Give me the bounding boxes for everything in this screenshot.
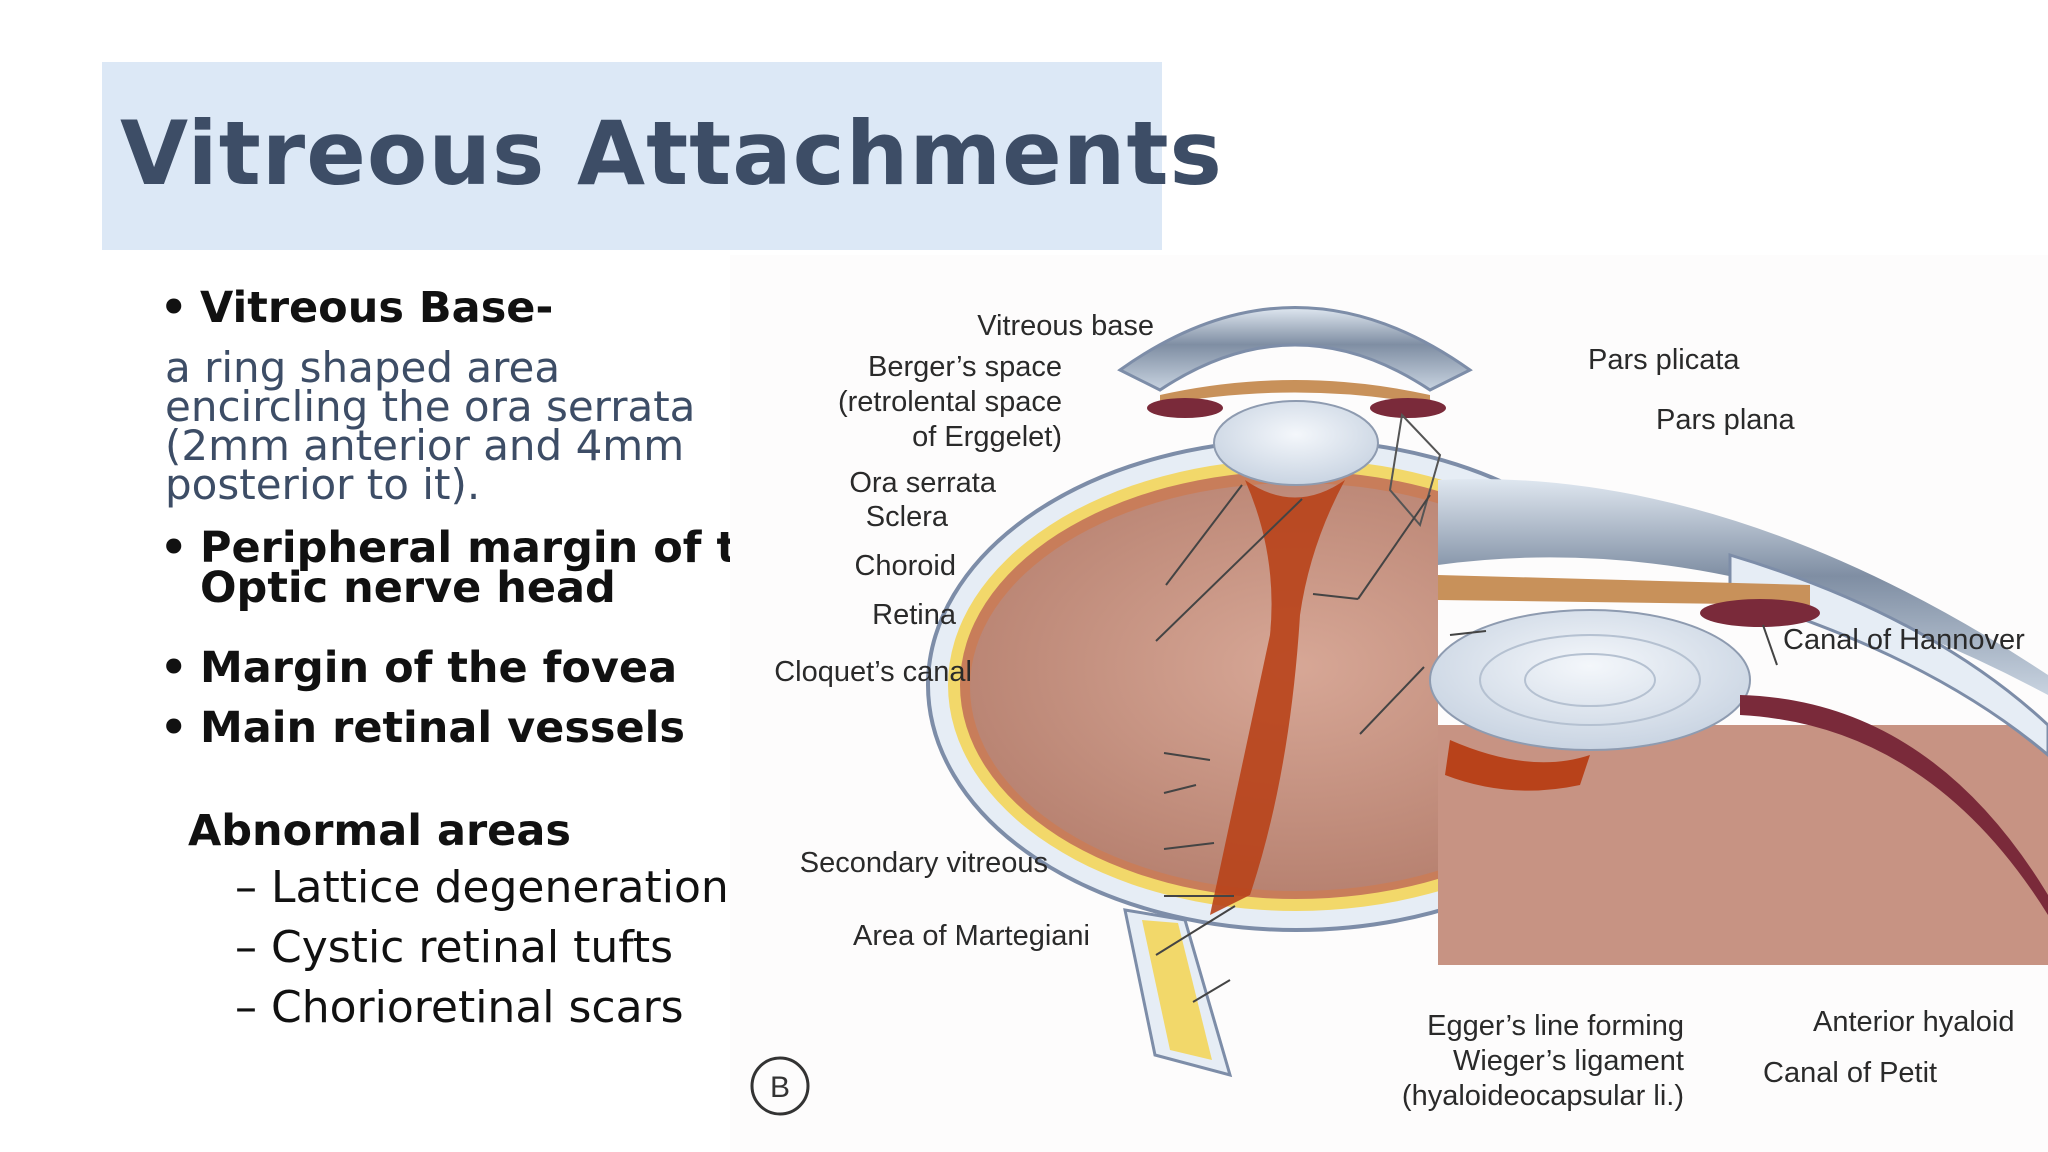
optic-nerve — [1142, 920, 1212, 1060]
lens — [1213, 400, 1379, 486]
label-eggers-line-2: Wieger’s ligament — [1453, 1045, 1684, 1077]
ciliary-right — [1370, 398, 1446, 418]
inset-iris — [1438, 575, 1810, 605]
label-canal-of-petit: Canal of Petit — [1763, 1057, 1937, 1089]
content-column: •Vitreous Base- a ring shaped area encir… — [160, 280, 733, 1060]
label-eggers-line: Egger’s line forming — [1427, 1010, 1684, 1042]
cornea — [1117, 306, 1473, 392]
slide-title: Vitreous Attachments — [120, 102, 1223, 205]
label-eggers-line-3: (hyaloideocapsular li.) — [1402, 1080, 1684, 1112]
label-vitreous-base: Vitreous base — [977, 310, 1154, 342]
label-bergers-space-2: (retrolental space — [838, 386, 1062, 418]
bullet-heading: Vitreous Base- — [200, 283, 554, 333]
label-canal-of-hannover: Canal of Hannover — [1783, 624, 2025, 656]
bullet-optic-nerve: •Peripheral margin of the Optic nerve he… — [160, 523, 733, 613]
bullet-heading: Margin of the fovea — [200, 643, 678, 693]
abnormal-areas-title: Abnormal areas — [188, 806, 571, 856]
label-sclera: Sclera — [866, 501, 949, 533]
inset-lens-ring — [1479, 634, 1701, 726]
ciliary-left — [1147, 398, 1223, 418]
bullet-heading: Main retinal vessels — [200, 703, 686, 753]
label-secondary-vitreous: Secondary vitreous — [800, 847, 1048, 879]
bullet-fovea: •Margin of the fovea — [160, 643, 677, 693]
inset-vitreous — [1438, 725, 2048, 965]
iris — [1160, 380, 1430, 405]
inset-cornea — [1438, 479, 2048, 695]
inset-detail — [1429, 479, 2048, 965]
inset-sclera — [1728, 552, 2048, 757]
panel-letter: B — [770, 1071, 790, 1104]
panel-marker: B — [750, 1056, 810, 1116]
bullet-heading-continued: Optic nerve head — [200, 563, 616, 613]
abnormal-item-tufts: –Cystic retinal tufts — [235, 922, 674, 973]
label-bergers-space: Berger’s space — [868, 351, 1062, 383]
bullet-marker: • — [160, 643, 188, 693]
bullet-heading: Peripheral margin of the — [200, 523, 733, 573]
bullet-vitreous-base: •Vitreous Base- — [160, 283, 553, 333]
vitreous-base-description: a ring shaped area encircling the ora se… — [165, 343, 733, 509]
bullet-marker: • — [160, 703, 188, 753]
label-bergers-space-3: of Erggelet) — [912, 421, 1062, 453]
label-pars-plana: Pars plana — [1656, 404, 1796, 436]
abnormal-item-lattice: –Lattice degeneration — [235, 862, 729, 913]
label-cloquets-canal: Cloquet’s canal — [774, 656, 972, 688]
description-line: (2mm anterior and 4mm — [165, 421, 685, 470]
label-pars-plicata: Pars plicata — [1588, 344, 1740, 376]
description-line: posterior to it). — [165, 460, 481, 509]
description-line: a ring shaped area — [165, 343, 561, 392]
inset-lens-ring — [1524, 653, 1656, 707]
description-line: encircling the ora serrata — [165, 382, 696, 431]
bullet-marker: • — [160, 523, 188, 573]
label-ora-serrata: Ora serrata — [849, 467, 997, 499]
bullet-marker: • — [160, 283, 188, 333]
label-retina: Retina — [872, 599, 957, 631]
eye-diagram: Vitreous base Berger’s space (retrolenta… — [730, 255, 2048, 1152]
leader-lines — [1155, 484, 1778, 1003]
label-choroid: Choroid — [854, 550, 956, 582]
diagram-labels: Vitreous base Berger’s space (retrolenta… — [774, 310, 2025, 1112]
inset-ciliary — [1700, 599, 1820, 627]
vitreous-base-band — [1388, 412, 1442, 528]
cloquets-canal — [1210, 480, 1345, 915]
inset-retina-edge — [1740, 695, 2048, 915]
inset-lens — [1429, 609, 1751, 751]
title-band: Vitreous Attachments — [102, 62, 1222, 250]
abnormal-item-scars: –Chorioretinal scars — [235, 982, 684, 1033]
bullet-retinal-vessels: •Main retinal vessels — [160, 703, 685, 753]
panel-circle — [750, 1056, 810, 1116]
label-area-of-martegiani: Area of Martegiani — [853, 920, 1090, 952]
inset-canal — [1445, 740, 1590, 791]
label-anterior-hyaloid: Anterior hyaloid — [1813, 1006, 2015, 1038]
